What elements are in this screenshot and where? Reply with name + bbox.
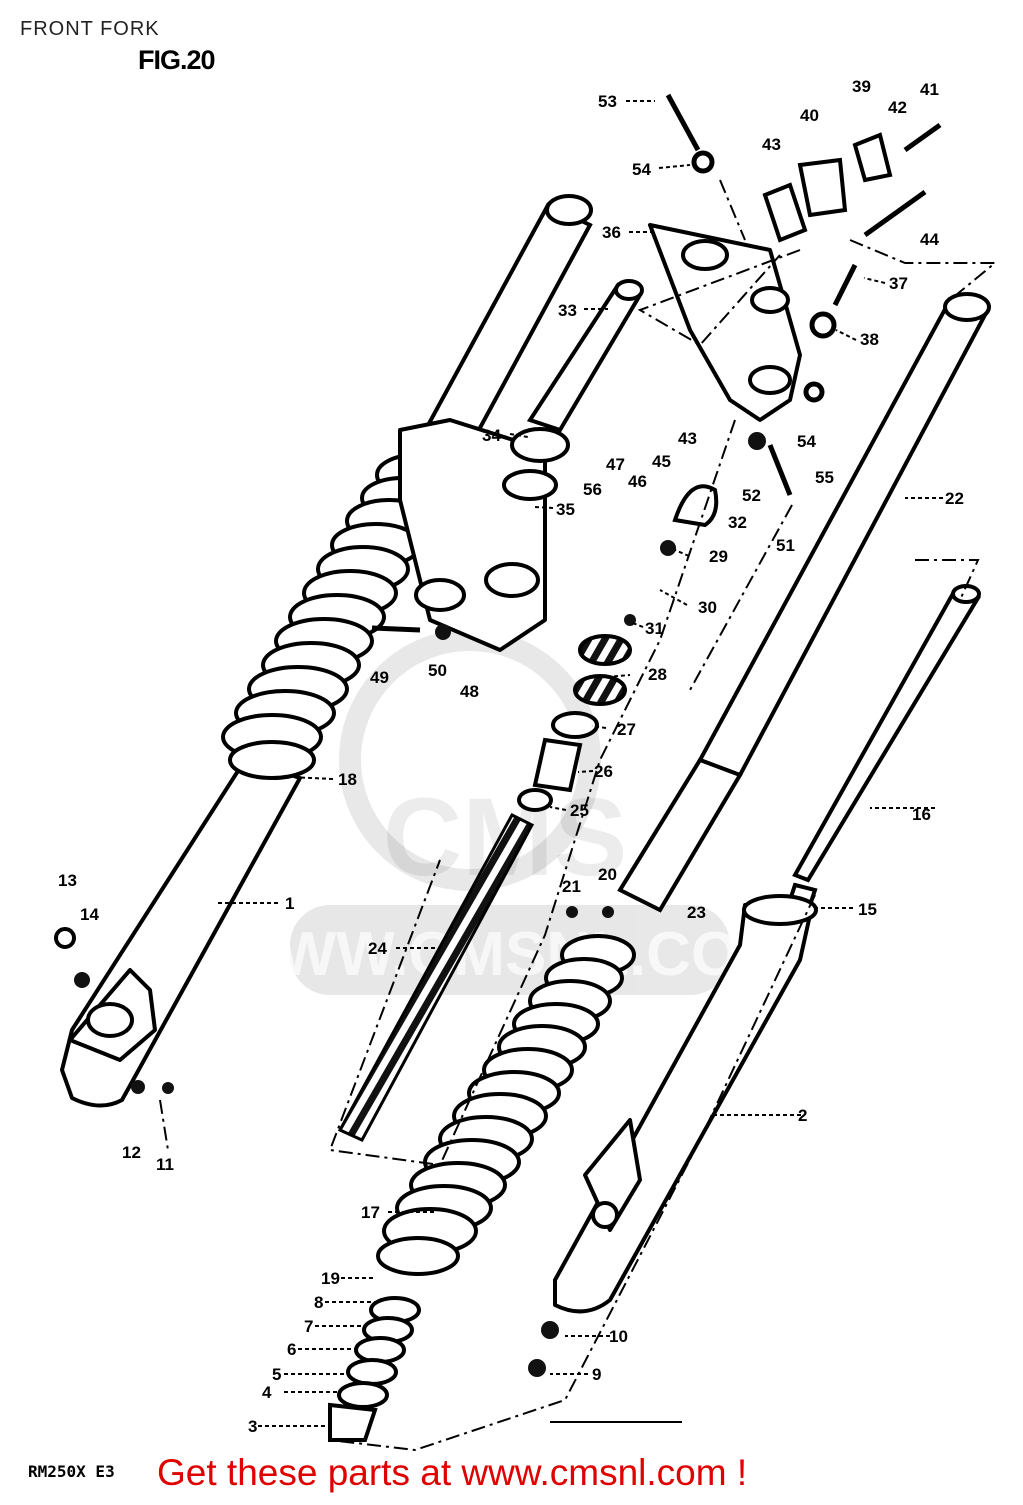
part-label: 55	[815, 468, 834, 487]
part-label: 51	[776, 536, 795, 555]
part-label: 50	[428, 661, 447, 680]
part-label: 21	[562, 877, 581, 896]
cap-32	[672, 484, 719, 528]
part-label: 43	[762, 135, 781, 154]
part-label: 48	[460, 682, 479, 701]
part-label: 49	[370, 668, 389, 687]
seal-stack	[328, 1296, 421, 1442]
part-label: 28	[648, 665, 667, 684]
part-label: 3	[248, 1417, 257, 1436]
part-label: 16	[912, 805, 931, 824]
inner-tube-right	[617, 292, 991, 913]
part-label: 42	[888, 98, 907, 117]
part-label: 52	[742, 486, 761, 505]
bolts	[371, 93, 942, 633]
part-label: 4	[262, 1383, 272, 1402]
part-label: 24	[368, 939, 387, 958]
promo-link[interactable]: Get these parts at www.cmsnl.com !	[157, 1452, 748, 1493]
part-label: 23	[687, 903, 706, 922]
part-label: 38	[860, 330, 879, 349]
part-label: 37	[889, 274, 908, 293]
handlebar-clamps	[762, 132, 893, 243]
part-label: 46	[628, 472, 647, 491]
part-label: 54	[632, 160, 651, 179]
part-label: 29	[709, 547, 728, 566]
part-label: 10	[609, 1327, 628, 1346]
part-label: 34	[482, 426, 501, 445]
part-label: 12	[122, 1143, 141, 1162]
upper-bracket	[648, 223, 802, 422]
part-label: 43	[678, 429, 697, 448]
model-code: RM250X E3	[28, 1462, 115, 1481]
watermark-url: WWW.CMSNL.COM	[219, 920, 791, 989]
part-label: 13	[58, 871, 77, 890]
part-label: 35	[556, 500, 575, 519]
part-label: 47	[606, 455, 625, 474]
part-label: 27	[617, 720, 636, 739]
part-label: 22	[945, 489, 964, 508]
part-label: 45	[652, 452, 671, 471]
bolt-13	[54, 927, 76, 949]
part-label: 11	[156, 1155, 174, 1174]
page-title: FRONT FORK	[20, 18, 160, 40]
part-label: 1	[285, 894, 294, 913]
part-label: 54	[797, 432, 816, 451]
part-label: 39	[852, 77, 871, 96]
part-label: 9	[592, 1365, 601, 1384]
part-label: 18	[338, 770, 357, 789]
part-label: 5	[272, 1365, 281, 1384]
part-number-labels: 53 54 43 40 39 42 41 44 36 37 38 33 34 3…	[58, 77, 964, 1436]
figure-label: FIG.20	[138, 45, 216, 75]
fork-spring	[337, 813, 535, 1142]
dash-dot-lines	[159, 179, 998, 1452]
part-label: 56	[583, 480, 602, 499]
part-label: 2	[798, 1106, 807, 1125]
part-label: 32	[728, 513, 747, 532]
part-label: 30	[698, 598, 717, 617]
outer-tube-right	[553, 894, 818, 1314]
fork-boot-right	[376, 934, 636, 1276]
steering-stem	[502, 279, 644, 501]
part-label: 7	[304, 1317, 313, 1336]
part-label: 15	[858, 900, 877, 919]
part-label: 6	[287, 1340, 296, 1359]
part-label: 26	[594, 762, 613, 781]
label-leaders	[215, 100, 943, 1427]
part-label: 17	[361, 1203, 380, 1222]
part-label: 33	[558, 301, 577, 320]
part-label: 20	[598, 865, 617, 884]
valve-stack	[517, 634, 632, 812]
small-parts	[74, 432, 766, 1377]
part-label: 53	[598, 92, 617, 111]
part-label: 44	[920, 230, 939, 249]
part-label: 25	[570, 801, 589, 820]
outer-tube-left	[60, 758, 302, 1108]
part-label: 14	[80, 905, 99, 924]
part-label: 41	[920, 80, 939, 99]
part-label: 36	[602, 223, 621, 242]
part-label: 40	[800, 106, 819, 125]
part-label: 19	[321, 1269, 340, 1288]
part-label: 31	[645, 619, 664, 638]
part-label: 8	[314, 1293, 323, 1312]
